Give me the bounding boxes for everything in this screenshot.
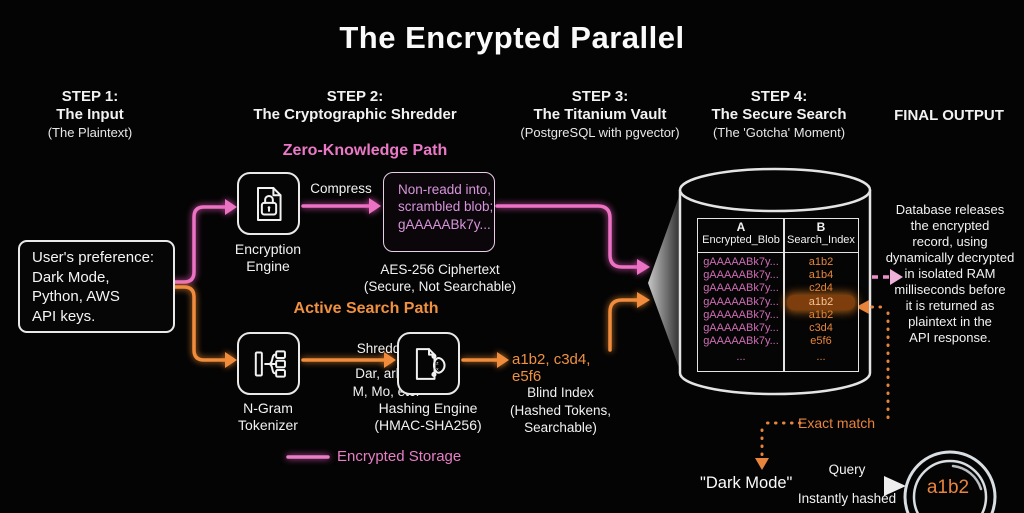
pink-encrypted-path xyxy=(161,204,639,284)
query-arrow xyxy=(797,476,906,496)
blob-cell: gAAAAABk7y... xyxy=(703,335,779,348)
column-a-header: A Encrypted_Blob xyxy=(698,219,784,252)
vault-table: A Encrypted_Blob B Search_Index gAAAAABk… xyxy=(697,218,859,372)
zero-knowledge-path-heading: Zero-Knowledge Path xyxy=(282,142,448,159)
table-row: gAAAAABk7y... c3d4 xyxy=(698,322,858,335)
step2-title: The Cryptographic Shredder xyxy=(253,106,457,124)
ngram-tokenizer-label: N-Gram Tokenizer xyxy=(238,400,298,434)
pink-arrowheads xyxy=(225,198,650,275)
column-a-letter: A xyxy=(736,220,746,234)
exact-match-arrowheads xyxy=(755,300,869,470)
vault-table-header: A Encrypted_Blob B Search_Index xyxy=(698,219,858,253)
orange-search-path xyxy=(161,285,639,362)
funnel-shape xyxy=(648,191,681,373)
step3-header: STEP 3: The Titanium Vault (PostgreSQL w… xyxy=(500,88,700,140)
orange-arrowheads xyxy=(225,292,650,368)
index-cell: a1b2 xyxy=(808,308,834,321)
step2-header: STEP 2: The Cryptographic Shredder xyxy=(245,88,465,125)
step4-subtitle: (The 'Gotcha' Moment) xyxy=(712,124,846,140)
ciphertext-caption: AES-256 Ciphertext (Secure, Not Searchab… xyxy=(363,262,517,294)
index-cell: e5f6 xyxy=(810,335,832,348)
step3-number: STEP 3: xyxy=(571,88,629,105)
hashing-engine-node: z x xyxy=(397,332,460,395)
blob-cell: gAAAAABk7y... xyxy=(703,322,779,335)
legend-encrypted-storage-label: Encrypted Storage xyxy=(337,448,462,465)
encrypted-file-lock-icon xyxy=(256,186,282,221)
blob-cell: gAAAAABk7y... xyxy=(703,295,779,308)
ciphertext-blob-box: Non-readd into, scrambled blob; gAAAAABk… xyxy=(383,172,495,252)
blob-cell: ... xyxy=(736,351,746,364)
table-row: gAAAAABk7y... a1b2 xyxy=(698,309,858,322)
table-row-highlighted-match: gAAAAABk7y... a1b2 xyxy=(698,294,858,310)
hashed-query-token: a1b2 xyxy=(926,477,970,498)
query-arrow-label: Query xyxy=(828,462,866,477)
step4-number: STEP 4: xyxy=(750,88,808,105)
table-row-ellipsis: ... ... xyxy=(698,351,858,364)
step1-title: The Input xyxy=(56,106,124,124)
instantly-hashed-label: Instantly hashed xyxy=(797,491,897,506)
column-b-letter: B xyxy=(816,220,826,234)
step1-subtitle: (The Plaintext) xyxy=(47,124,133,140)
final-output-header: FINAL OUTPUT xyxy=(894,107,1004,124)
blob-cell: gAAAAABk7y... xyxy=(703,282,779,295)
hashing-engine-label: Hashing Engine (HMAC-SHA256) xyxy=(374,400,482,434)
step3-subtitle: (PostgreSQL with pgvector) xyxy=(520,124,680,140)
index-cell: a1b2 xyxy=(808,256,834,269)
svg-text:x: x xyxy=(436,367,439,372)
file-gear-hash-icon: z x xyxy=(415,347,445,380)
step4-title: The Secure Search xyxy=(711,106,847,124)
user-input-box: User's preference: Dark Mode, Python, AW… xyxy=(18,240,175,333)
magnifier-icon xyxy=(903,450,997,513)
step1-number: STEP 1: xyxy=(61,88,119,105)
blob-cell: gAAAAABk7y... xyxy=(703,269,779,282)
ngram-tokenizer-node xyxy=(237,332,300,395)
index-cell-match: a1b2 xyxy=(784,294,858,310)
column-b-header: B Search_Index xyxy=(784,219,858,252)
encryption-engine-label: Encryption Engine xyxy=(234,241,302,275)
blob-cell: gAAAAABk7y... xyxy=(703,256,779,269)
column-divider xyxy=(783,219,785,371)
compress-arrow-label: Compress xyxy=(310,181,372,196)
step2-number: STEP 2: xyxy=(326,88,384,105)
column-a-name: Encrypted_Blob xyxy=(702,234,780,246)
table-row: gAAAAABk7y... e5f6 xyxy=(698,335,858,348)
active-search-path-heading: Active Search Path xyxy=(293,300,439,317)
step3-title: The Titanium Vault xyxy=(533,106,667,124)
svg-text:z: z xyxy=(436,361,439,366)
table-row: gAAAAABk7y... a1b4 xyxy=(698,269,858,282)
table-row: gAAAAABk7y... c2d4 xyxy=(698,282,858,295)
index-cell: c2d4 xyxy=(809,282,833,295)
exact-match-label: Exact match xyxy=(798,415,876,431)
encryption-engine-node xyxy=(237,172,300,235)
blob-cell: gAAAAABk7y... xyxy=(703,308,779,321)
exact-match-dotted-path xyxy=(760,305,890,460)
final-output-text: Database releases the encrypted record, … xyxy=(885,202,1015,345)
tokenizer-split-icon xyxy=(254,349,286,378)
page-title: The Encrypted Parallel xyxy=(339,20,685,55)
query-plaintext-text: "Dark Mode" xyxy=(700,474,793,492)
index-cell: a1b4 xyxy=(808,269,834,282)
step1-header: STEP 1: The Input (The Plaintext) xyxy=(10,88,170,140)
table-row: gAAAAABk7y... a1b2 xyxy=(698,256,858,269)
blind-index-caption: Blind Index (Hashed Tokens, Searchable) xyxy=(509,385,612,436)
blind-index-tokens: a1b2, c3d4, e5f6 xyxy=(512,351,591,385)
step4-header: STEP 4: The Secure Search (The 'Gotcha' … xyxy=(689,88,869,140)
record-release-arrow xyxy=(872,269,903,285)
index-cell: c3d4 xyxy=(809,322,833,335)
index-cell: ... xyxy=(816,351,826,364)
column-b-name: Search_Index xyxy=(787,234,855,246)
